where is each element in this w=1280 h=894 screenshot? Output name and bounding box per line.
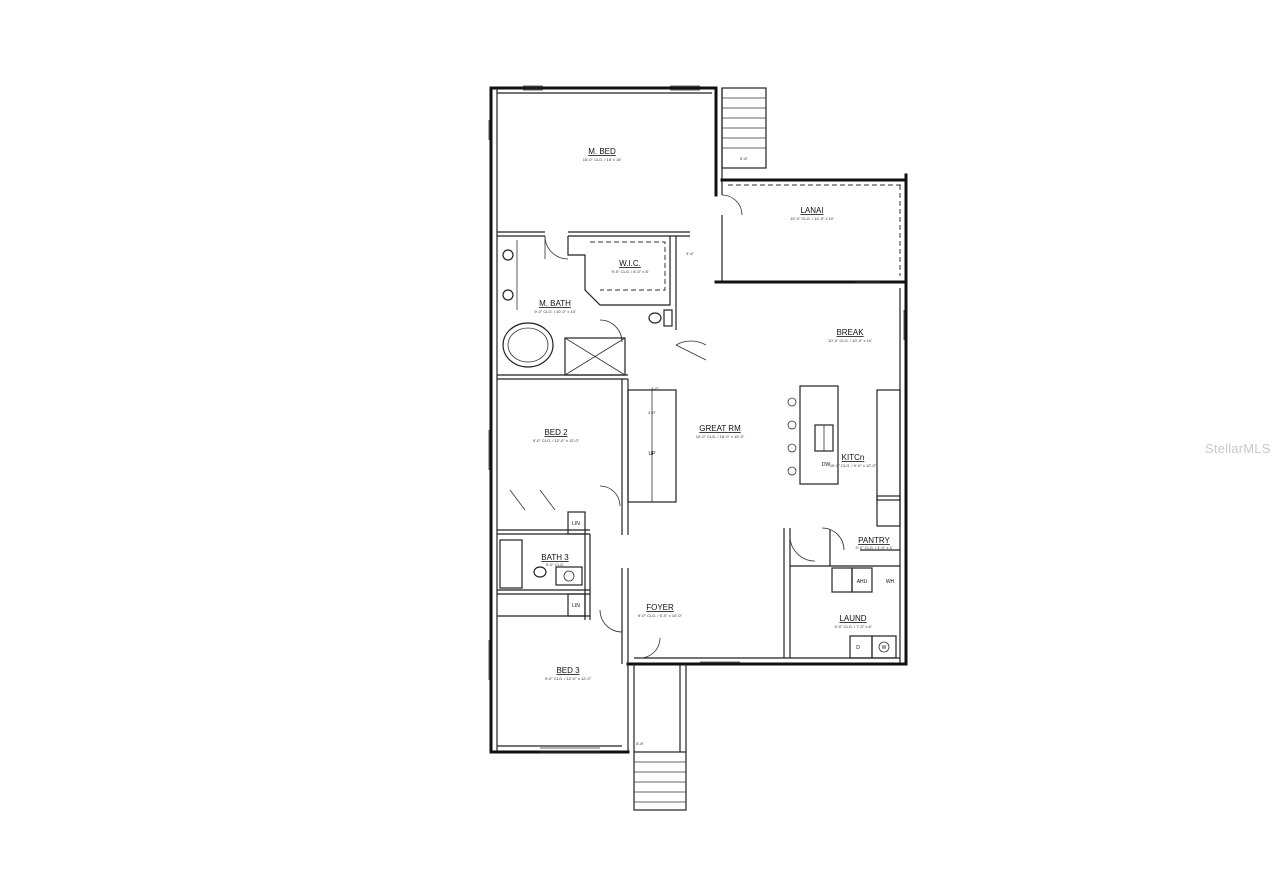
dryer-label: D (856, 645, 860, 651)
stair-side-dim: 3'-6" (686, 251, 695, 256)
staircase (627, 389, 677, 503)
room-m-bed: M. BED 15'-0" CLG. / 15' x 16' (583, 147, 622, 162)
doors (509, 194, 845, 659)
svg-text:PANTRY: PANTRY (858, 536, 890, 545)
room-wic: W.I.C. 9'-0" CLG. / 6'-0" x 8' (612, 259, 649, 274)
stair-up-label: UP (649, 451, 657, 457)
svg-text:BED 3: BED 3 (556, 666, 580, 675)
room-bed-2: BED 2 9'-0" CLG. / 12'-0" x 12'-0" (533, 428, 580, 443)
linen-label-1: LIN (572, 521, 580, 527)
wh-label: WH (886, 579, 895, 585)
svg-text:M. BED: M. BED (588, 147, 616, 156)
dishwasher-label: DW (822, 462, 831, 468)
interior-walls (497, 231, 901, 664)
svg-text:GREAT RM: GREAT RM (699, 424, 741, 433)
svg-text:KITCn: KITCn (842, 453, 865, 462)
svg-text:10'-0" CLG. / 9'-0" x 12'-0": 10'-0" CLG. / 9'-0" x 12'-0" (830, 463, 877, 468)
svg-text:9'-0" CLG. / 12'-0" x 12'-0": 9'-0" CLG. / 12'-0" x 12'-0" (533, 438, 580, 443)
windows (488, 85, 905, 753)
front-stairs (633, 664, 687, 811)
room-bed-3: BED 3 9'-0" CLG. / 12'-0" x 12'-0" (545, 666, 592, 681)
svg-text:9'-0" CLG. / 7'-0" x 8': 9'-0" CLG. / 7'-0" x 8' (835, 624, 872, 629)
ahu-label: AHU (857, 579, 868, 585)
washer-label: W (882, 645, 887, 651)
rear-stairs (721, 87, 767, 169)
room-pantry: PANTRY 9'-0" CLG. / 4'-0" x 4' (856, 536, 893, 550)
svg-text:BATH 3: BATH 3 (541, 553, 569, 562)
svg-text:9'-0" CLG. / 10'-0" x 10': 9'-0" CLG. / 10'-0" x 10' (534, 309, 576, 314)
svg-text:FOYER: FOYER (646, 603, 674, 612)
room-great-rm: GREAT RM 10'-0" CLG. / 18'-0" x 19'-0" (696, 424, 745, 439)
svg-text:10'-0" CLG. / 14'-0" x 10': 10'-0" CLG. / 14'-0" x 10' (790, 216, 834, 221)
landing-dim: 4'-6" (651, 386, 660, 391)
svg-text:LANAI: LANAI (800, 206, 823, 215)
room-kitchen: KITCn 10'-0" CLG. / 9'-0" x 12'-0" (830, 453, 877, 468)
svg-text:BED 2: BED 2 (544, 428, 568, 437)
svg-text:9'-0" CLG. / 5'-0" x 10'-0": 9'-0" CLG. / 5'-0" x 10'-0" (638, 613, 683, 618)
room-foyer: FOYER 9'-0" CLG. / 5'-0" x 10'-0" (638, 603, 683, 618)
svg-text:15'-0" CLG. / 15' x 16': 15'-0" CLG. / 15' x 16' (583, 157, 622, 162)
linen-label-2: LIN (572, 603, 580, 609)
stair-width-bottom: 5'-8" (636, 741, 645, 746)
room-laund: LAUND 9'-0" CLG. / 7'-0" x 8' (835, 614, 872, 629)
hall-width-dim: 4'-0" (648, 410, 657, 415)
svg-text:9'-0" CLG. / 6'-0" x 8': 9'-0" CLG. / 6'-0" x 8' (612, 269, 649, 274)
svg-text:BREAK: BREAK (836, 328, 864, 337)
stair-width-top: 5'-8" (740, 156, 749, 161)
svg-text:9'-0" CLG. / 4'-0" x 4': 9'-0" CLG. / 4'-0" x 4' (856, 545, 893, 550)
room-bath-3: BATH 3 9'-0" CLG. (541, 553, 569, 567)
svg-text:9'-0" CLG. / 12'-0" x 12'-0": 9'-0" CLG. / 12'-0" x 12'-0" (545, 676, 592, 681)
svg-text:10'-0" CLG. / 10'-0" x 10': 10'-0" CLG. / 10'-0" x 10' (828, 338, 872, 343)
svg-text:W.I.C.: W.I.C. (619, 259, 641, 268)
svg-text:10'-0" CLG. / 18'-0" x 19'-0": 10'-0" CLG. / 18'-0" x 19'-0" (696, 434, 745, 439)
watermark: StellarMLS (1205, 441, 1271, 456)
room-break: BREAK 10'-0" CLG. / 10'-0" x 10' (828, 328, 872, 343)
svg-text:LAUND: LAUND (839, 614, 866, 623)
svg-text:M. BATH: M. BATH (539, 299, 571, 308)
room-m-bath: M. BATH 9'-0" CLG. / 10'-0" x 10' (534, 299, 576, 314)
room-lanai: LANAI 10'-0" CLG. / 14'-0" x 10' (790, 206, 834, 221)
exterior-walls (489, 86, 908, 754)
svg-text:9'-0" CLG.: 9'-0" CLG. (546, 562, 564, 567)
